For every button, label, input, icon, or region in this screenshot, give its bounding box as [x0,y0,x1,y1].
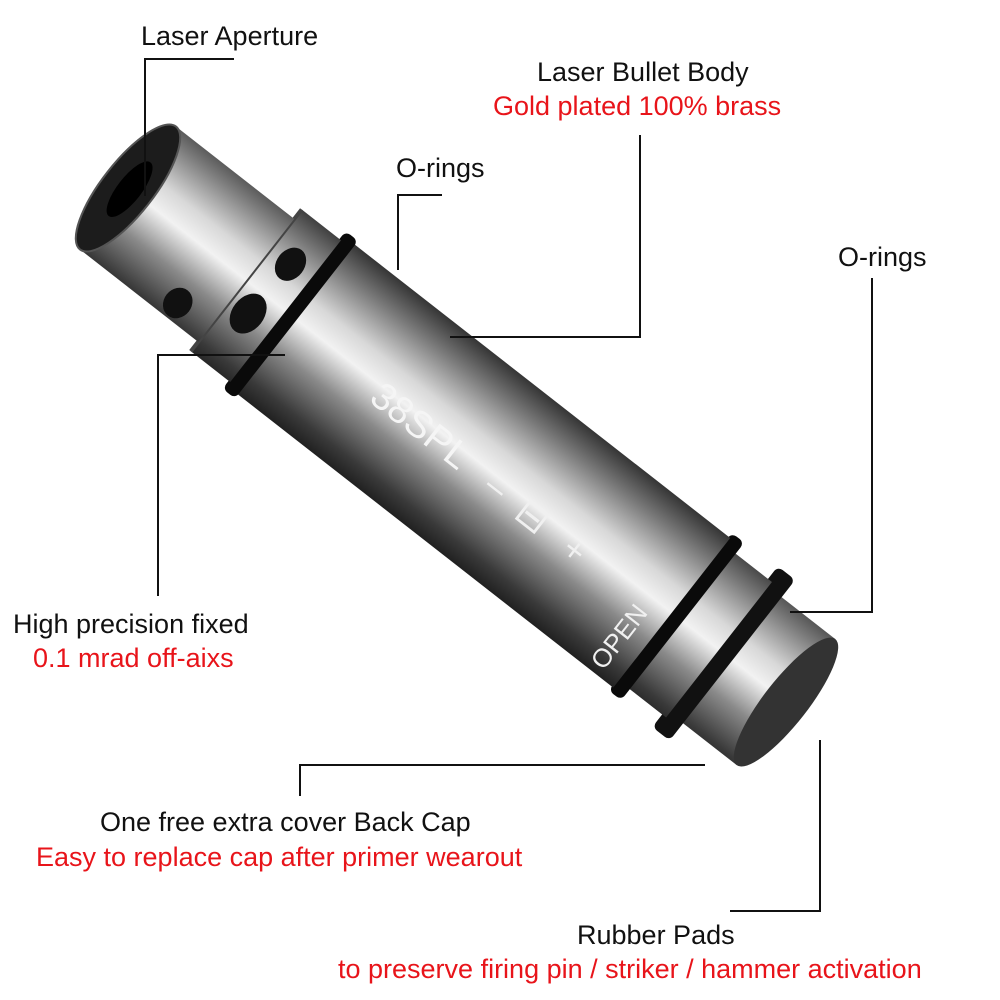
leader-line-orings-front [397,194,442,196]
leader-line-orings-rear [871,278,873,613]
leader-line-orings-front [397,194,399,270]
label-rubber-pads: Rubber Pads [577,920,735,950]
note-precision: 0.1 mrad off-aixs [33,643,234,673]
leader-line-body [639,135,641,338]
leader-line-precision [157,354,159,596]
leader-line-precision [157,354,285,356]
rear-o-ring [611,535,742,698]
label-precision: High precision fixed [13,609,249,639]
laser-aperture-hole [106,161,153,218]
adjust-screw-hole [162,287,193,319]
leader-line-orings-rear [790,611,873,613]
leader-line-aperture [144,58,234,60]
label-orings-rear: O-rings [838,242,927,272]
adjust-screw-hole [274,247,307,281]
leader-line-aperture [144,58,146,196]
note-back-cap: Easy to replace cap after primer wearout [36,842,523,872]
leader-line-rubber-pads [730,910,821,912]
back-cap [677,592,836,766]
label-back-cap: One free extra cover Back Cap [100,807,471,837]
note-rubber-pads: to preserve firing pin / striker / hamme… [338,954,922,984]
leader-line-rubber-pads [819,740,821,912]
adjust-screw-hole [229,293,267,334]
label-laser-aperture: Laser Aperture [141,21,319,51]
leader-line-body [450,336,641,338]
label-bullet-body: Laser Bullet Body [537,57,749,87]
label-orings-front: O-rings [396,153,485,183]
note-bullet-body: Gold plated 100% brass [493,91,782,121]
rubber-pad [654,568,793,739]
leader-line-back-cap [299,764,301,796]
bullet-body [234,242,731,688]
leader-line-back-cap [299,764,705,766]
